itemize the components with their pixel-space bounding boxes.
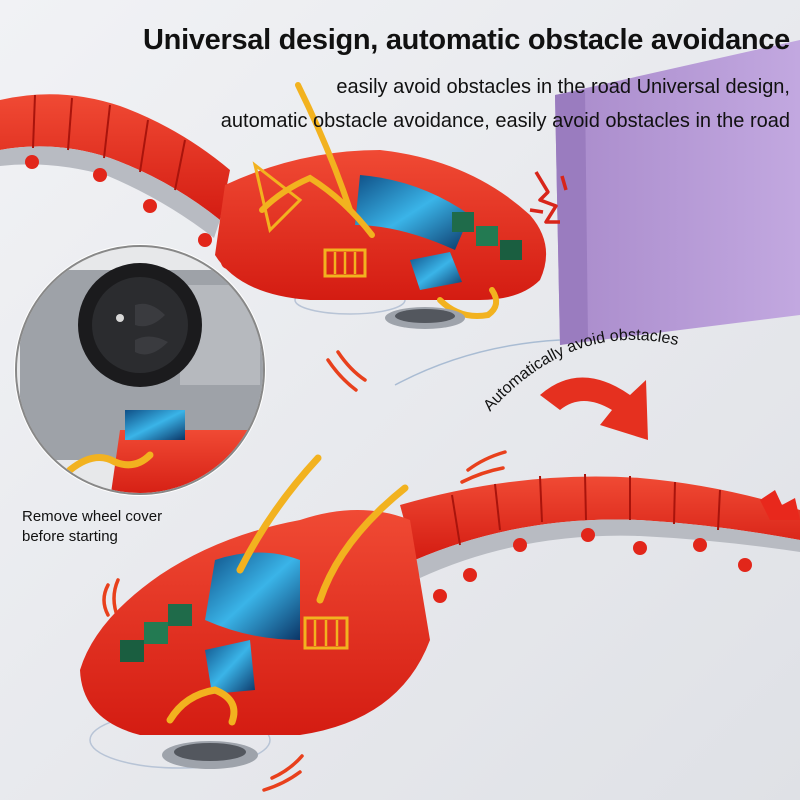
caption-line-2: before starting (22, 528, 118, 545)
headline-subtitle-line-2: automatic obstacle avoidance, easily avo… (220, 110, 790, 132)
top-dragon-head (215, 82, 547, 329)
bottom-dragon-gems (120, 604, 192, 662)
turn-arrow-icon (540, 377, 648, 440)
impact-burst-icon (529, 171, 568, 224)
bottom-dragon-body (400, 473, 800, 603)
wheel-detail-inset (14, 244, 266, 496)
headline-subtitle-line-1: easily avoid obstacles in the road Unive… (336, 76, 790, 98)
obstacle-block (555, 40, 800, 345)
bottom-dragon-head (80, 454, 430, 769)
top-dragon-gems (452, 212, 522, 260)
wheel-cover-caption: Remove wheel cover before starting (22, 507, 162, 547)
arc-guide (394, 339, 561, 386)
headline-title: Universal design, automatic obstacle avo… (143, 24, 790, 56)
caption-line-1: Remove wheel cover (22, 508, 163, 525)
